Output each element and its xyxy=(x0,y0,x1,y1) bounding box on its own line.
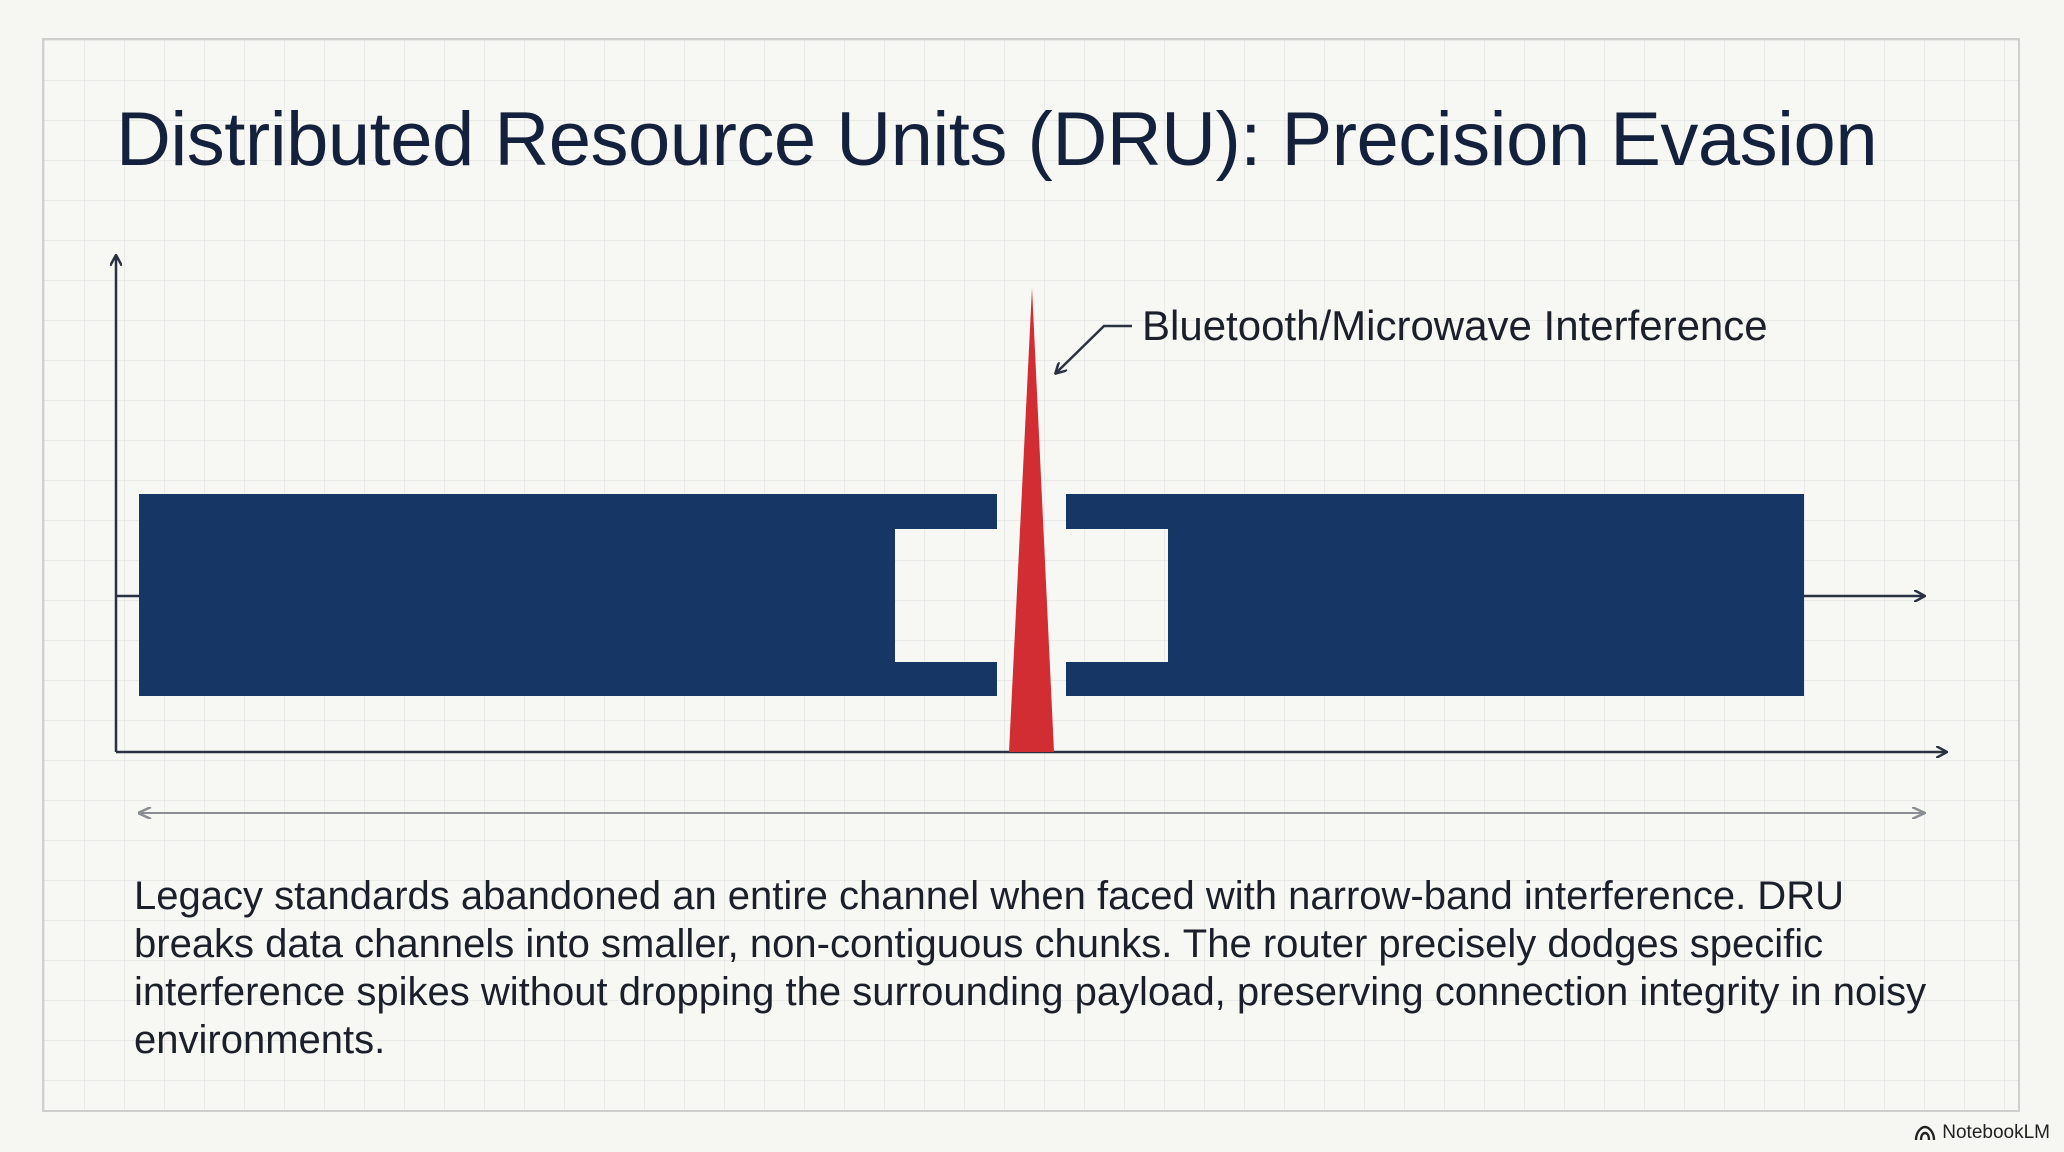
interference-callout-arrow xyxy=(1056,324,1132,373)
watermark-brand: NotebookLM xyxy=(1942,1122,2050,1143)
notebooklm-watermark: NotebookLM xyxy=(1914,1122,2050,1144)
slide-body-text: Legacy standards abandoned an entire cha… xyxy=(134,874,1927,1062)
slide-title: Distributed Resource Units (DRU): Precis… xyxy=(116,97,1878,182)
interference-spike xyxy=(1009,288,1054,752)
channel-block-right xyxy=(1066,494,1804,696)
notebooklm-logo-icon xyxy=(1915,1125,1936,1141)
interference-label: Bluetooth/Microwave Interference xyxy=(1142,302,1768,349)
channel-block-left xyxy=(139,494,997,696)
